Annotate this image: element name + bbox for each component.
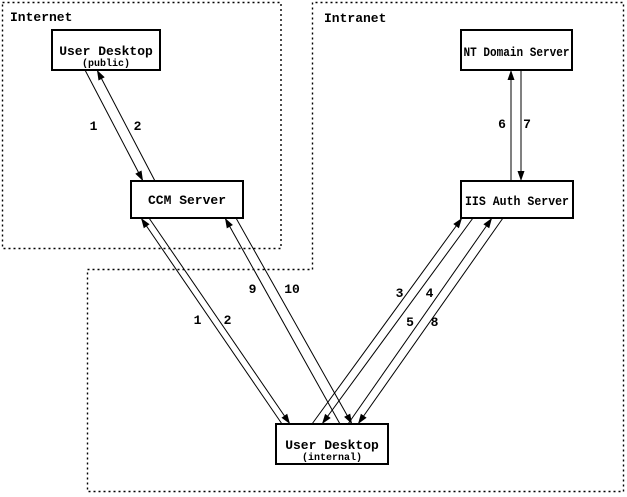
edge-line-5 xyxy=(347,217,493,425)
edge-label-8: 8 xyxy=(431,315,439,330)
edge-internal-desktop-to-iis-3: 3 xyxy=(311,217,463,425)
edge-line-1-public xyxy=(84,69,144,182)
edge-line-4 xyxy=(321,217,474,425)
edge-iis-to-nt-domain: 6 xyxy=(498,70,515,181)
edge-label-7: 7 xyxy=(523,117,531,132)
edge-nt-domain-to-iis: 7 xyxy=(517,70,531,181)
arrowhead-2-public xyxy=(97,70,105,81)
node-user-desktop-internal: User Desktop (internal) xyxy=(275,423,389,465)
node-iis-auth-server: IIS Auth Server xyxy=(460,180,574,219)
arrowhead-10 xyxy=(344,413,352,424)
node-ccm-server: CCM Server xyxy=(130,180,244,219)
edge-label-1-internal: 1 xyxy=(194,313,202,328)
edge-internal-desktop-to-ccm-1: 1 xyxy=(140,217,283,425)
arrowhead-7 xyxy=(517,171,525,181)
user-desktop-internal-box xyxy=(275,423,389,465)
edge-line-10 xyxy=(235,217,353,425)
arrowhead-5 xyxy=(483,218,492,229)
arrowhead-1-internal xyxy=(141,218,150,229)
arrowhead-6 xyxy=(507,70,515,80)
edge-label-10: 10 xyxy=(284,282,300,297)
arrowhead-3 xyxy=(453,218,462,229)
arrowhead-9 xyxy=(225,218,233,229)
ccm-server-label: CCM Server xyxy=(148,193,226,208)
edge-label-4: 4 xyxy=(426,286,434,301)
edge-line-3 xyxy=(311,217,463,425)
region-intranet: Intranet xyxy=(86,1,625,493)
edge-label-5: 5 xyxy=(406,315,414,330)
edge-line-2-internal xyxy=(148,217,291,425)
edge-line-1-internal xyxy=(140,217,283,425)
ccm-server-box xyxy=(130,180,244,219)
arrowhead-2-internal xyxy=(281,413,290,424)
edge-label-1-public: 1 xyxy=(90,119,98,134)
arrowhead-4 xyxy=(322,413,331,424)
edge-ccm-to-internal-desktop-2: 2 xyxy=(148,217,291,425)
nt-domain-server-label: NT Domain Server xyxy=(464,45,570,60)
edge-label-2-internal: 2 xyxy=(224,313,232,328)
user-desktop-internal-label: User Desktop xyxy=(285,438,379,453)
node-user-desktop-public: User Desktop (public) xyxy=(51,29,161,71)
arrowhead-1-public xyxy=(135,170,143,181)
edge-public-desktop-to-ccm: 1 xyxy=(84,69,144,182)
internet-region-border xyxy=(1,1,282,250)
intranet-region-border xyxy=(86,1,625,493)
iis-auth-server-label: IIS Auth Server xyxy=(465,194,569,209)
edge-internal-desktop-to-iis-5: 5 xyxy=(347,217,493,425)
edge-label-6: 6 xyxy=(498,117,506,132)
internet-region-label: Internet xyxy=(10,10,72,25)
edge-label-2-public: 2 xyxy=(134,119,142,134)
user-desktop-public-box xyxy=(51,29,161,71)
region-internet: Internet xyxy=(1,1,282,250)
edge-iis-to-internal-desktop-4: 4 xyxy=(321,217,474,425)
edge-label-9: 9 xyxy=(249,282,257,297)
iis-auth-server-box xyxy=(460,180,574,219)
arrowhead-8 xyxy=(358,413,367,424)
edge-line-8 xyxy=(357,217,504,425)
intranet-region-label: Intranet xyxy=(324,11,386,26)
nt-domain-server-box xyxy=(460,29,573,71)
edge-label-3: 3 xyxy=(396,286,404,301)
edge-internal-desktop-to-ccm-9: 9 xyxy=(224,217,341,425)
edge-ccm-to-public-desktop: 2 xyxy=(96,69,156,182)
user-desktop-internal-sublabel: (internal) xyxy=(302,452,362,464)
edge-line-9 xyxy=(224,217,341,425)
node-nt-domain-server: NT Domain Server xyxy=(460,29,573,71)
edge-iis-to-internal-desktop-8: 8 xyxy=(357,217,504,425)
user-desktop-public-sublabel: (public) xyxy=(82,58,130,70)
edge-ccm-to-internal-desktop-10: 10 xyxy=(235,217,353,425)
user-desktop-public-label: User Desktop xyxy=(59,44,153,59)
edge-line-2-public xyxy=(96,69,156,182)
